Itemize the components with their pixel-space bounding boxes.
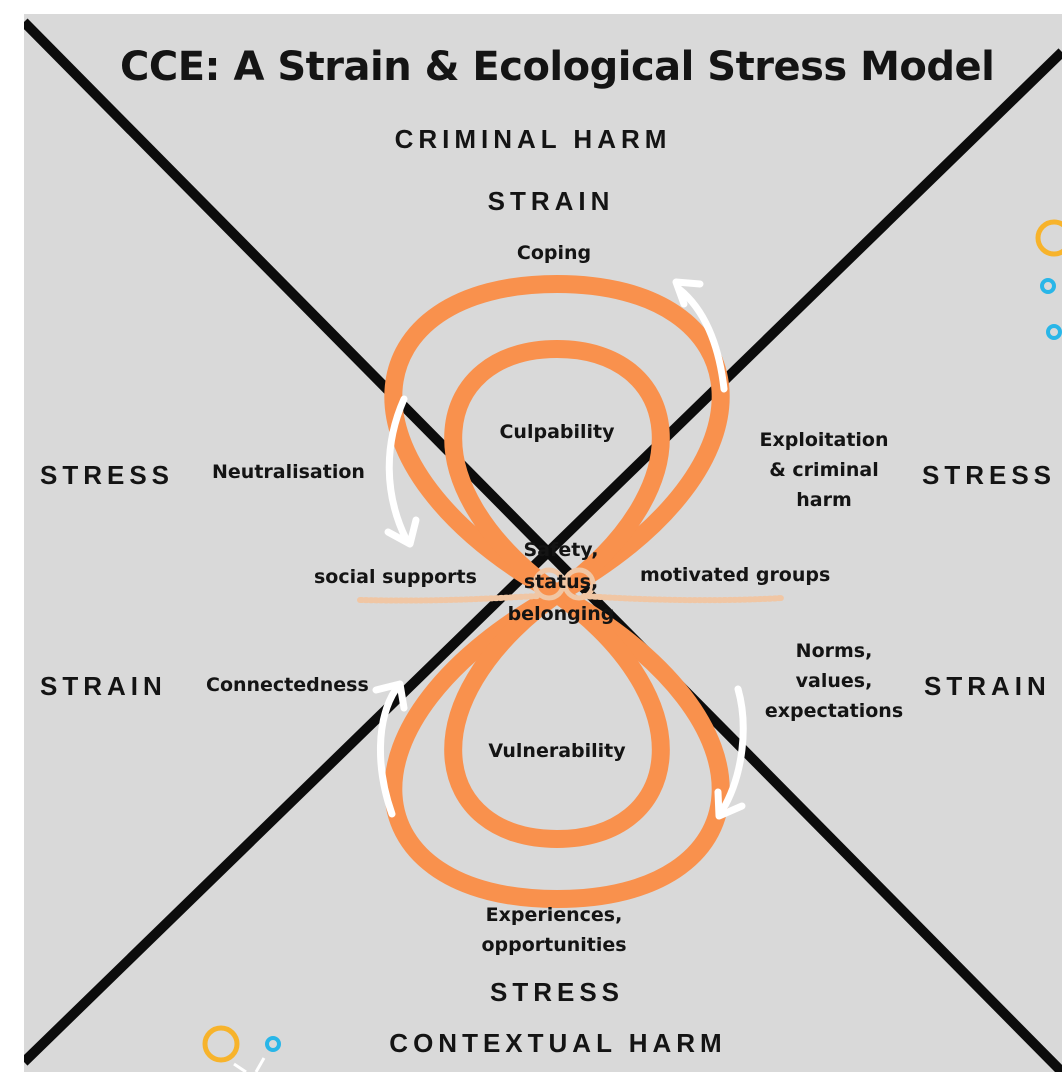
coping-arrow [672, 278, 728, 393]
decorative-dot-blue-right-1 [1040, 278, 1056, 294]
axis-label-bottom-stress: STRESS [489, 977, 625, 1007]
decorative-ring-yellow-bottom [202, 1025, 240, 1063]
label-motivated-groups: motivated groups [640, 564, 831, 586]
label-exploitation: Exploitation & criminal harm [759, 429, 889, 511]
label-connectedness: Connectedness [206, 674, 369, 696]
axis-label-criminal-harm: CRIMINAL HARM [394, 124, 672, 154]
label-culpability: Culpability [499, 421, 615, 443]
axis-label-top-strain: STRAIN [487, 186, 615, 216]
connectedness-arrow [372, 680, 408, 818]
axis-label-right-stress: STRESS [922, 460, 1057, 490]
axis-label-left-strain: STRAIN [40, 671, 167, 701]
rope-knot [357, 567, 785, 604]
label-neutralisation: Neutralisation [212, 461, 365, 483]
diagram-panel: CCE: A Strain & Ecological Stress Model … [24, 14, 1062, 1072]
label-norms-values-expectations: Norms, values, expectations [764, 640, 904, 722]
decorative-dot-blue-right-2 [1046, 324, 1062, 340]
diagram-graphics [24, 18, 1062, 1072]
label-experiences-opportunities: Experiences, opportunities [481, 904, 627, 956]
diagonal-line-top-left-bottom-right [24, 18, 1062, 1072]
label-vulnerability: Vulnerability [488, 740, 626, 762]
label-coping: Coping [516, 242, 592, 264]
neutralisation-arrow [384, 395, 420, 548]
axis-label-right-strain: STRAIN [924, 671, 1051, 701]
decorative-ring-yellow-right [1035, 219, 1062, 257]
decorative-dot-blue-bottom [265, 1036, 281, 1052]
axis-label-left-stress: STRESS [40, 460, 175, 490]
label-social-supports: social supports [314, 566, 477, 588]
diagram-title: CCE: A Strain & Ecological Stress Model [120, 44, 995, 90]
label-safety-status-belonging: Safety, status, belonging [507, 539, 615, 625]
axis-label-contextual-harm: CONTEXTUAL HARM [389, 1028, 727, 1058]
decorative-stem-bottom [233, 1057, 266, 1072]
diagonal-line-top-right-bottom-left [24, 48, 1062, 1066]
norms-arrow [714, 685, 747, 820]
